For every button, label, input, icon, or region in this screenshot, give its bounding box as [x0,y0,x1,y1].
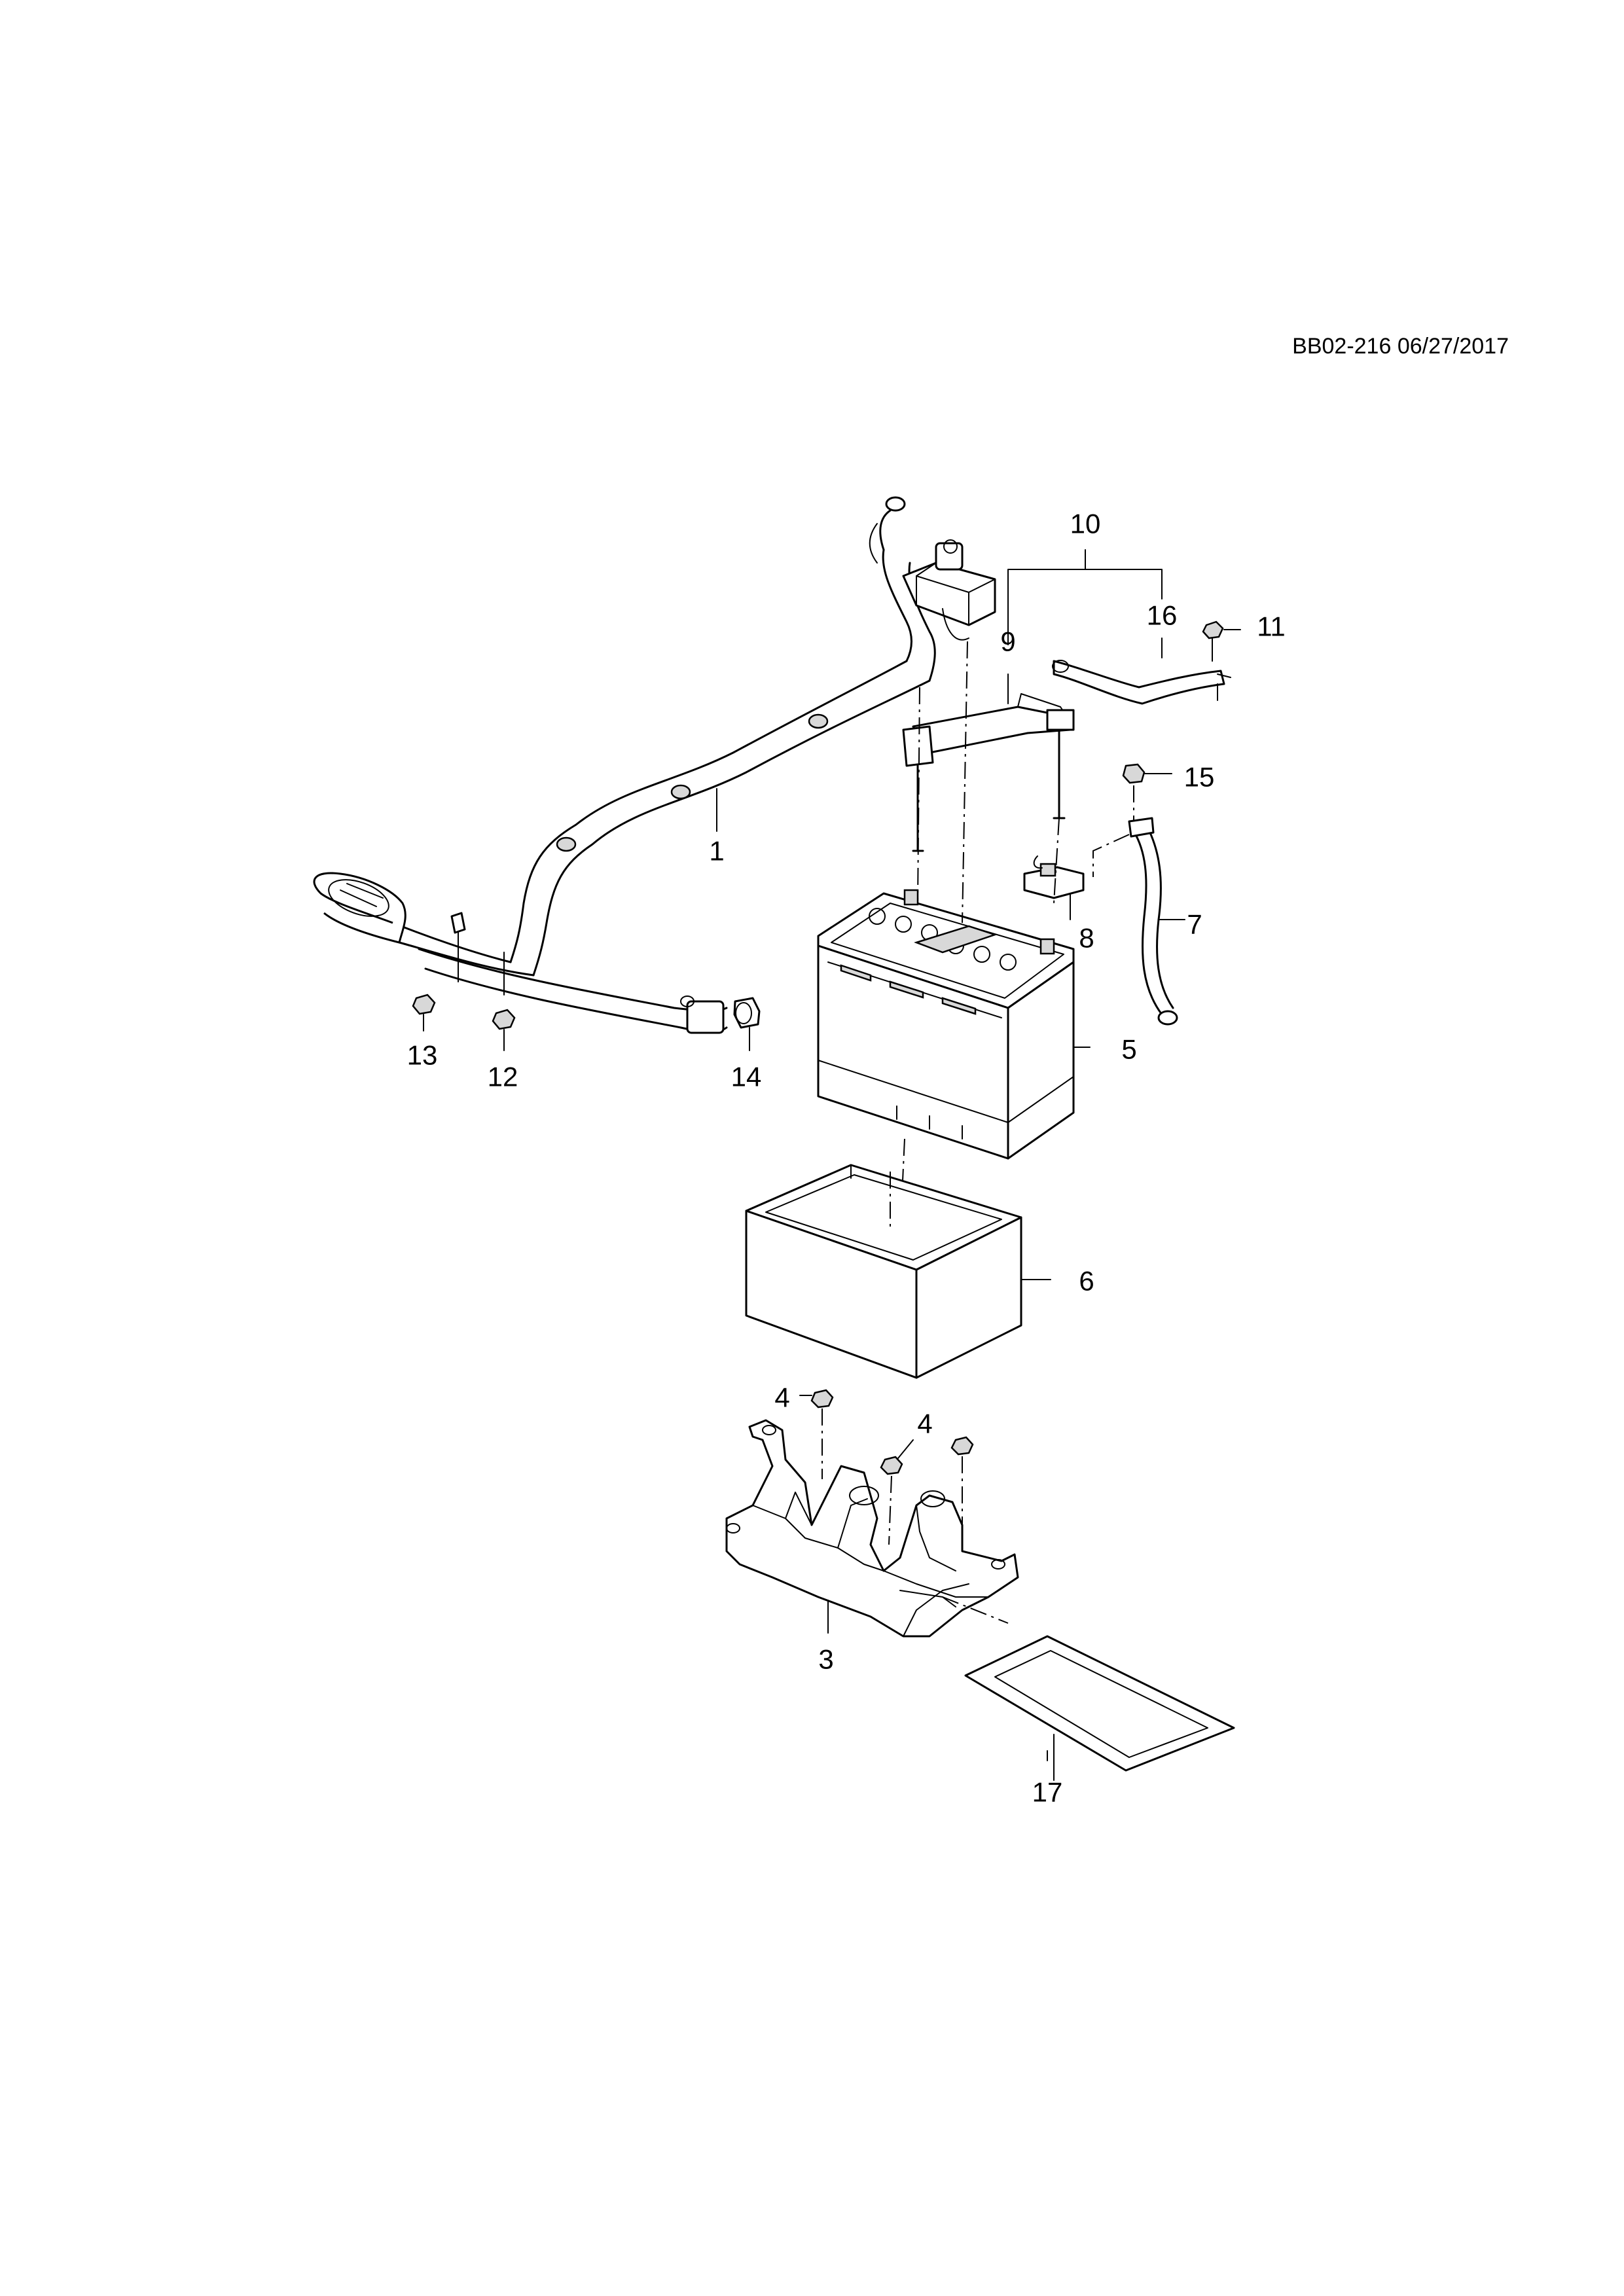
callout-14: 14 [731,1062,762,1092]
nut-part-13 [412,994,436,1031]
callout-6: 6 [1079,1266,1094,1297]
grommet-part-14 [733,997,761,1051]
callout-4-left: 4 [774,1382,789,1413]
strap-part-16 [1007,549,1231,705]
callout-8: 8 [1079,923,1094,954]
insulator-part-6 [745,1164,1051,1379]
callout-1: 1 [709,836,724,867]
wiring-harness-part-1 [313,496,996,1034]
bolt-part-4-mid [880,1439,914,1545]
battery-cable-part-7 [1092,817,1185,1026]
bolt-part-11 [1202,620,1241,662]
document-reference: BB02-216 06/27/2017 [1292,334,1509,359]
terminal-clamp-part-9 [902,673,1075,852]
callout-9: 9 [1000,626,1015,657]
bolt-part-4-left [799,1389,834,1479]
callout-4-right: 4 [917,1408,932,1439]
callout-3: 3 [818,1644,833,1675]
callout-15: 15 [1184,762,1215,793]
callout-12: 12 [488,1062,518,1092]
nut-part-12 [492,1009,516,1051]
terminal-part-8 [1023,855,1085,920]
battery-part-5 [817,641,1091,1238]
callout-16: 16 [1147,600,1178,631]
pad-part-17 [964,1635,1235,1781]
callout-13: 13 [407,1040,438,1071]
callout-5: 5 [1121,1034,1136,1065]
callout-11: 11 [1257,611,1286,642]
callout-17: 17 [1032,1777,1063,1808]
callout-7: 7 [1187,909,1202,940]
battery-tray-part-3 [725,1419,1019,1638]
callout-10: 10 [1070,509,1101,539]
bolt-part-4-right [950,1436,974,1532]
